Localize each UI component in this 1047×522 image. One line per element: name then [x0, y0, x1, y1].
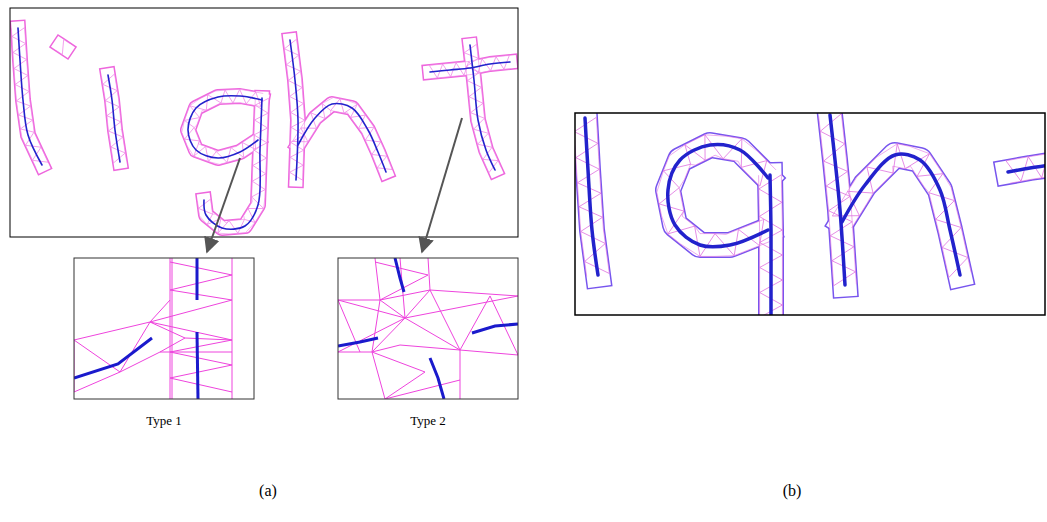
panel-label: (b) [783, 482, 802, 500]
panel-frame [10, 8, 518, 237]
zoom-pointer [422, 118, 462, 252]
inset-caption: Type 1 [146, 413, 182, 429]
junction-inset [74, 258, 232, 399]
inset-frame [338, 258, 518, 399]
inset-caption: Type 2 [410, 413, 446, 429]
zoom-pointer [207, 158, 240, 252]
panel-label: (a) [259, 482, 277, 500]
zoom-panel [575, 114, 1045, 315]
inset-frame [74, 258, 254, 399]
crossing-inset [338, 258, 518, 399]
panel-frame [575, 113, 1045, 315]
